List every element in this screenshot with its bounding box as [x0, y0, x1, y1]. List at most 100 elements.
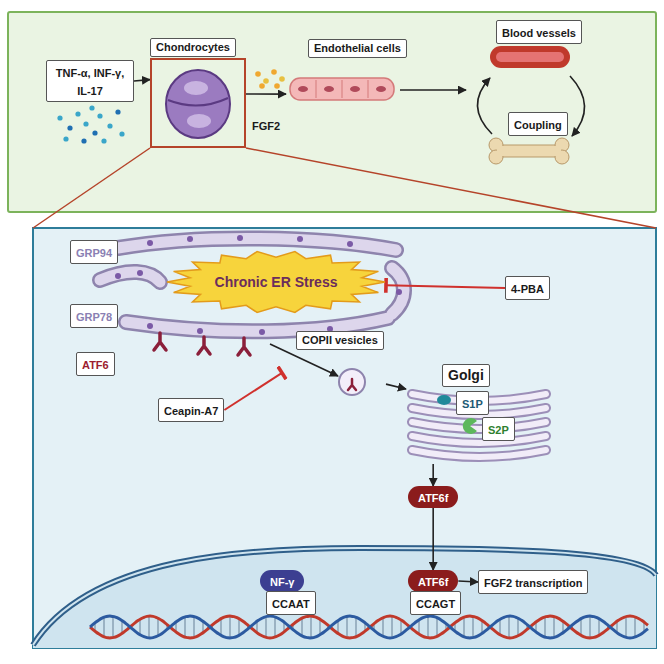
arrow-connector: [386, 384, 406, 389]
base-pair: [481, 621, 483, 633]
base-pair: [400, 621, 402, 634]
chaperone-dots: [115, 235, 402, 335]
dna-motif: CCAGT: [410, 591, 461, 615]
base-pair: [157, 619, 159, 635]
protease-label: S2P: [482, 417, 515, 441]
label-holder: FGF2: [252, 116, 280, 134]
arrow-connector: [134, 80, 150, 81]
atf6f-fragment: ATF6f: [408, 570, 458, 592]
flow-arrow: [400, 89, 466, 91]
base-pair: [121, 621, 123, 633]
node-text: 4-PBA: [511, 283, 544, 295]
base-pair: [139, 620, 141, 634]
base-pair: [508, 617, 510, 637]
node-text: TNF-α, INF-γ, IL-17: [56, 67, 124, 97]
base-pair: [220, 619, 222, 634]
endothelial-strip: [290, 78, 394, 100]
base-pair: [418, 621, 420, 634]
base-pair: [427, 617, 429, 637]
chaperone-label: GRP94: [70, 240, 118, 264]
node-text: Ceapin-A7: [164, 405, 218, 417]
arrow-connector: [432, 508, 434, 570]
blood-vessel: [490, 46, 570, 68]
node-text: S2P: [488, 424, 509, 436]
chondrocyte-frame: Chondrocytes: [150, 58, 246, 148]
base-pair: [274, 618, 276, 636]
coupling-arrow: [477, 78, 492, 134]
nucleus: [33, 548, 656, 648]
fgf2-dots: [255, 69, 285, 89]
node-text: Coupling: [514, 119, 562, 131]
inhibitor-box: 4-PBA: [505, 276, 550, 300]
node-text: Chronic ER Stress: [215, 274, 338, 291]
chondrocyte-cell: [166, 70, 230, 138]
golgi-stack: [412, 394, 546, 457]
protease-label: S1P: [456, 391, 489, 415]
base-pair: [337, 621, 339, 633]
base-pair: [625, 617, 627, 636]
node-text: Endothelial cells: [308, 39, 407, 58]
base-pair: [472, 617, 474, 636]
top-panel: [8, 12, 656, 212]
nuclear-envelope: [33, 548, 656, 645]
base-pair: [499, 620, 501, 634]
dna-helix: [90, 616, 648, 638]
arrow-connector: [432, 464, 434, 486]
copii-group: COPII vesicles: [282, 330, 386, 396]
base-pair: [517, 619, 519, 635]
base-pair: [148, 617, 150, 637]
node-text: ATF6f: [418, 576, 448, 588]
burst-shape: [167, 252, 385, 313]
coupling-arrow: [570, 76, 585, 136]
base-pair: [463, 618, 465, 636]
bottom-panel: [33, 228, 656, 648]
base-pair: [355, 618, 357, 636]
base-pair: [391, 617, 393, 637]
base-pair: [103, 618, 105, 636]
golgi-group: GolgiS1PS2P: [406, 364, 554, 464]
nuclear-envelope: [33, 548, 656, 645]
base-pair: [310, 617, 312, 637]
inhibitor-box: Ceapin-A7: [158, 398, 224, 422]
base-pair: [634, 618, 636, 636]
inhibition-connector: [386, 285, 505, 288]
base-pair: [301, 619, 303, 635]
node-text: ATF6: [82, 359, 109, 371]
base-pair: [184, 618, 186, 636]
base-pair: [580, 619, 582, 634]
base-pair: [589, 617, 591, 637]
s2p-protease: [463, 418, 477, 434]
base-pair: [436, 618, 438, 635]
base-pair: [238, 619, 240, 634]
coupling-label: Coupling: [508, 112, 568, 136]
node-text: CCAGT: [416, 598, 455, 610]
node-text: S1P: [462, 398, 483, 410]
base-pair: [265, 617, 267, 636]
node-text: NF-γ: [270, 576, 294, 588]
arrow-connector: [458, 581, 478, 582]
node-text: FGF2 transcription: [484, 577, 582, 589]
transcription-box: FGF2 transcription: [478, 570, 588, 594]
node-text: GRP78: [76, 311, 112, 323]
copii-vesicle: [339, 369, 365, 395]
cytokine-dots: [57, 105, 124, 143]
node-text: COPII vesicles: [296, 331, 384, 350]
s1p-protease: [437, 395, 451, 405]
base-pair: [544, 618, 546, 636]
base-pair: [229, 617, 231, 637]
base-pair: [382, 618, 384, 635]
nfy-factor: NF-γ: [260, 570, 304, 592]
er-stress-burst: Chronic ER Stress: [166, 250, 386, 314]
dna-strand: [90, 616, 648, 638]
node-text: GRP94: [76, 247, 112, 259]
molecule-label: FGF2: [252, 120, 280, 132]
node-text: ATF6f: [418, 492, 448, 504]
base-pair: [598, 619, 600, 634]
node-text: Blood vessels: [502, 27, 576, 39]
base-pair: [193, 617, 195, 636]
dna-motif: CCAAT: [266, 591, 316, 615]
atf6-molecules: [154, 333, 250, 355]
cytokine-box: TNF-α, INF-γ, IL-17: [46, 60, 134, 102]
bone: [489, 138, 569, 164]
